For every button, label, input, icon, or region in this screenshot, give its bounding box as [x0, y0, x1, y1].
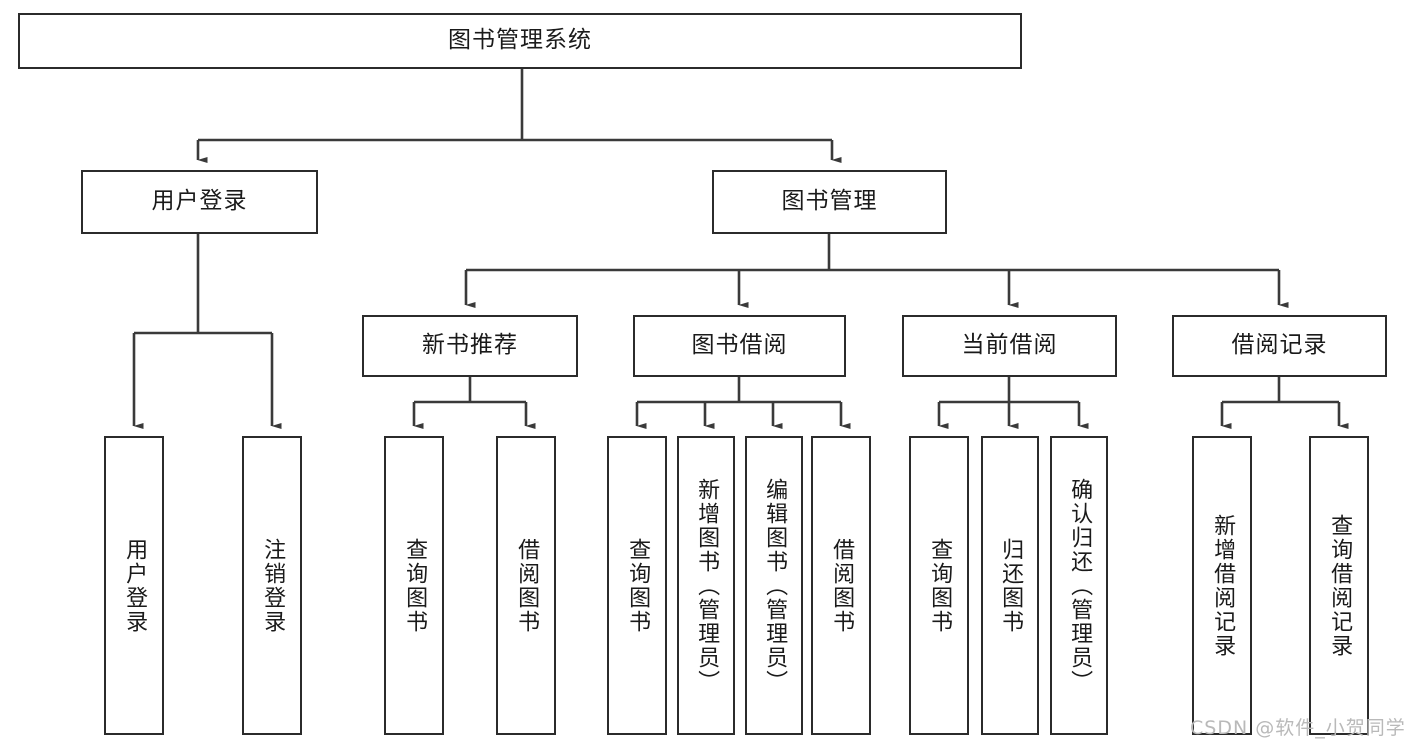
- leaf-current-query-book[interactable]: 查询图书: [909, 436, 969, 735]
- node-book-management[interactable]: 图书管理: [712, 170, 947, 234]
- node-book-borrow[interactable]: 图书借阅: [633, 315, 846, 377]
- leaf-recommend-borrow-book[interactable]: 借阅图书: [496, 436, 556, 735]
- leaf-user-login[interactable]: 用户登录: [104, 436, 164, 735]
- node-new-book-recommend[interactable]: 新书推荐: [362, 315, 578, 377]
- csdn-watermark: CSDN @软件_小贺同学: [1190, 717, 1405, 739]
- node-root-system[interactable]: 图书管理系统: [18, 13, 1022, 69]
- leaf-record-add-borrow-record[interactable]: 新增借阅记录: [1192, 436, 1252, 735]
- leaf-borrow-borrow-book[interactable]: 借阅图书: [811, 436, 871, 735]
- leaf-logout[interactable]: 注销登录: [242, 436, 302, 735]
- leaf-current-return-book[interactable]: 归还图书: [981, 436, 1039, 735]
- node-borrow-record[interactable]: 借阅记录: [1172, 315, 1387, 377]
- leaf-borrow-edit-book-admin[interactable]: 编辑图书（管理员）: [745, 436, 803, 735]
- node-user-login[interactable]: 用户登录: [81, 170, 318, 234]
- leaf-borrow-query-book[interactable]: 查询图书: [607, 436, 667, 735]
- leaf-record-query-borrow-record[interactable]: 查询借阅记录: [1309, 436, 1369, 735]
- node-current-borrow[interactable]: 当前借阅: [902, 315, 1117, 377]
- leaf-current-confirm-return-admin[interactable]: 确认归还（管理员）: [1050, 436, 1108, 735]
- leaf-recommend-query-book[interactable]: 查询图书: [384, 436, 444, 735]
- leaf-borrow-add-book-admin[interactable]: 新增图书（管理员）: [677, 436, 735, 735]
